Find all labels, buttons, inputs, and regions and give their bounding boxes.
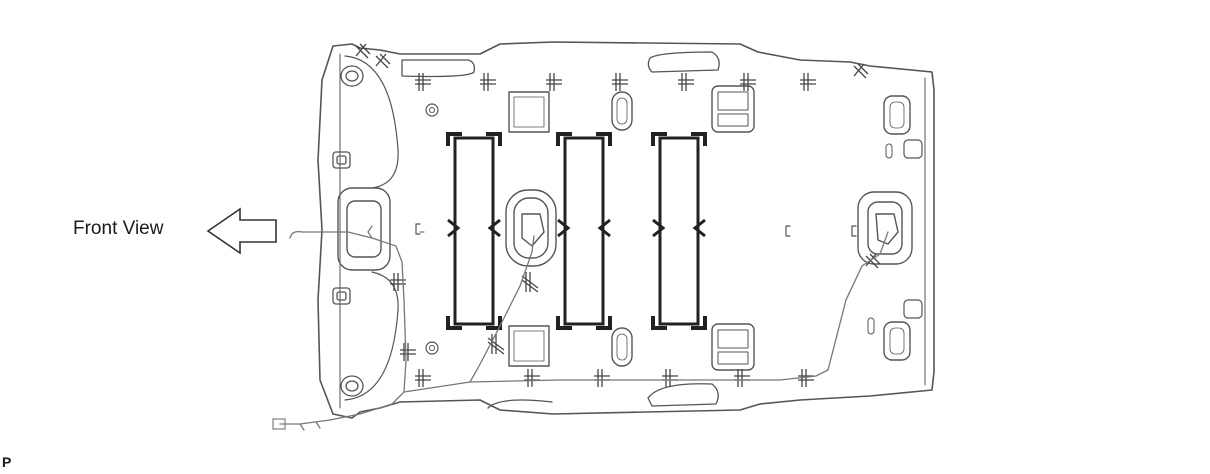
roof-bow-frames — [446, 132, 707, 330]
front-view-arrow — [206, 207, 277, 255]
roof-bow-3 — [651, 132, 707, 330]
assist-grip-recesses — [401, 51, 720, 409]
roof-bow-1 — [446, 132, 502, 330]
wire-harness — [272, 225, 889, 431]
headliner-clips — [355, 43, 881, 387]
center-dome-lamp — [505, 189, 557, 267]
corner-label: P — [2, 454, 12, 470]
front-view-label: Front View — [73, 218, 164, 239]
front-dome-lamp — [337, 187, 391, 271]
rear-dome-lamp — [857, 191, 913, 265]
roof-bow-2 — [556, 132, 612, 330]
headliner-outline — [317, 41, 935, 419]
left-front-corner — [332, 65, 364, 397]
